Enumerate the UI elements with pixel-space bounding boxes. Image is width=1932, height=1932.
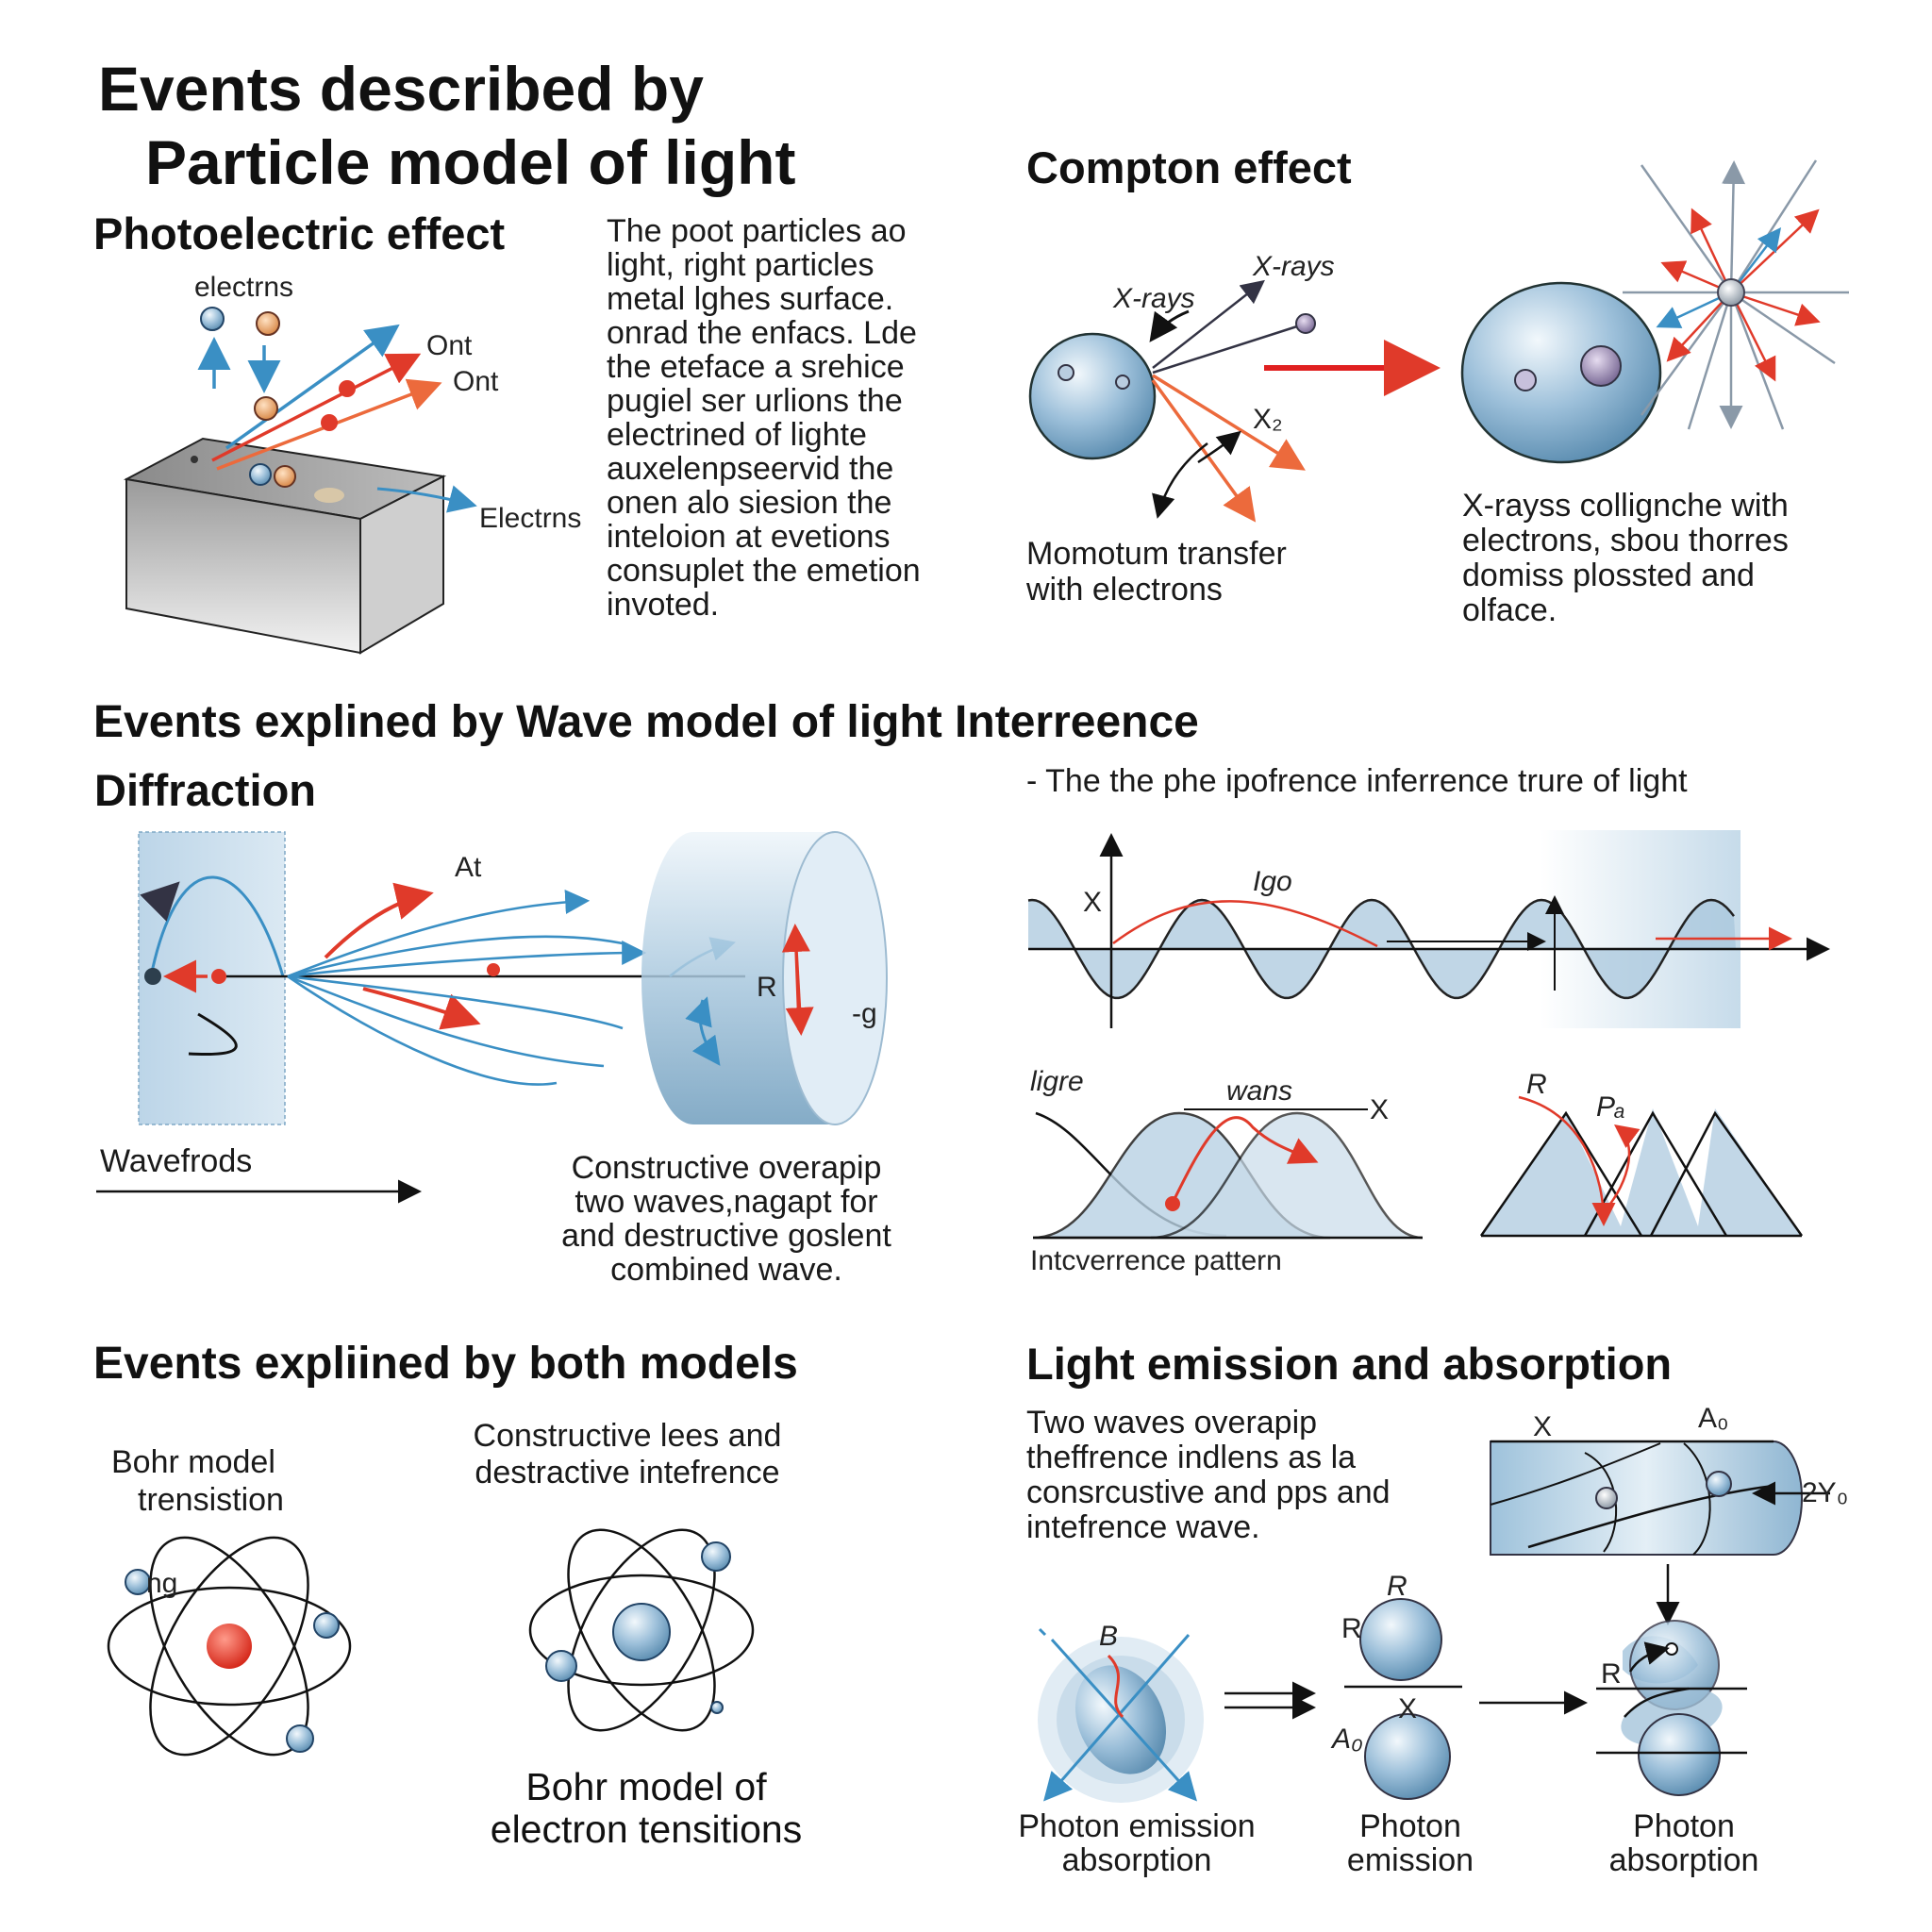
compton-heading: Compton effect: [1026, 142, 1352, 192]
bohr-atom-right: [528, 1528, 755, 1732]
interference-label-r: R: [1526, 1069, 1547, 1100]
photoelectric-label-electrons: electrns: [194, 272, 294, 303]
diffraction-diagram: [96, 831, 888, 1204]
main-title-line2: Particle model of light: [145, 127, 796, 197]
emission-label-a02: A₀: [1332, 1724, 1363, 1755]
interference-diagram: [1027, 830, 1830, 1240]
photoelectric-heading: Photoelectric effect: [93, 208, 506, 258]
emission-label-r2: R: [1341, 1613, 1362, 1644]
interference-label-pa: Pₐ: [1596, 1091, 1625, 1123]
diffraction-label-g: -g: [852, 998, 877, 1029]
interference-caption: Intcverrence pattern: [1030, 1245, 1282, 1276]
interference-label-x: X: [1083, 887, 1103, 918]
interference-label-ligre: ligre: [1030, 1066, 1084, 1097]
emission-section-heading: Light emission and absorption: [1026, 1339, 1673, 1389]
emission-label-r1: R: [1387, 1571, 1407, 1602]
bohr-atom-left: [107, 1536, 352, 1757]
bohr-label-ng: ng: [146, 1568, 178, 1599]
compton-label-xrays-right: X-rays: [1253, 251, 1335, 282]
interference-label-igo: Igo: [1253, 866, 1292, 897]
photoelectric-label-ray2: Ont: [453, 366, 499, 397]
emission-label-b: B: [1099, 1621, 1119, 1652]
compton-diagram: [1028, 159, 1849, 523]
wave-section-heading: Events explined by Wave model of light I…: [93, 697, 1199, 747]
photoelectric-label-electrons-side: Electrns: [479, 503, 582, 534]
diffraction-label-r: R: [757, 972, 777, 1003]
emission-label-r3: R: [1601, 1658, 1622, 1690]
main-title-line1: Events described by: [98, 54, 704, 124]
compton-label-xrays-left: X-rays: [1113, 283, 1195, 314]
emission-label-a0: A₀: [1698, 1403, 1729, 1434]
both-section-heading: Events expliined by both models: [93, 1339, 798, 1389]
interference-label-wans: wans: [1226, 1075, 1293, 1107]
photoelectric-label-ray1: Ont: [426, 330, 473, 361]
diffraction-label-wavefronts: Wavefrods: [100, 1143, 253, 1179]
emission-label-x: X: [1533, 1411, 1553, 1442]
emission-label-2y: 2Y₀: [1802, 1477, 1849, 1508]
interference-subtitle: - The the phe ipofrence inferrence trure…: [1026, 763, 1688, 799]
photoelectric-diagram: [123, 307, 477, 655]
compton-label-x2: X₂: [1253, 404, 1283, 435]
diffraction-heading: Diffraction: [94, 765, 316, 815]
interference-label-x2: X: [1370, 1094, 1390, 1125]
diffraction-label-a: At: [455, 852, 482, 883]
emission-absorption-diagram: [1038, 1440, 1830, 1803]
emission-label-x2: X: [1398, 1693, 1418, 1724]
